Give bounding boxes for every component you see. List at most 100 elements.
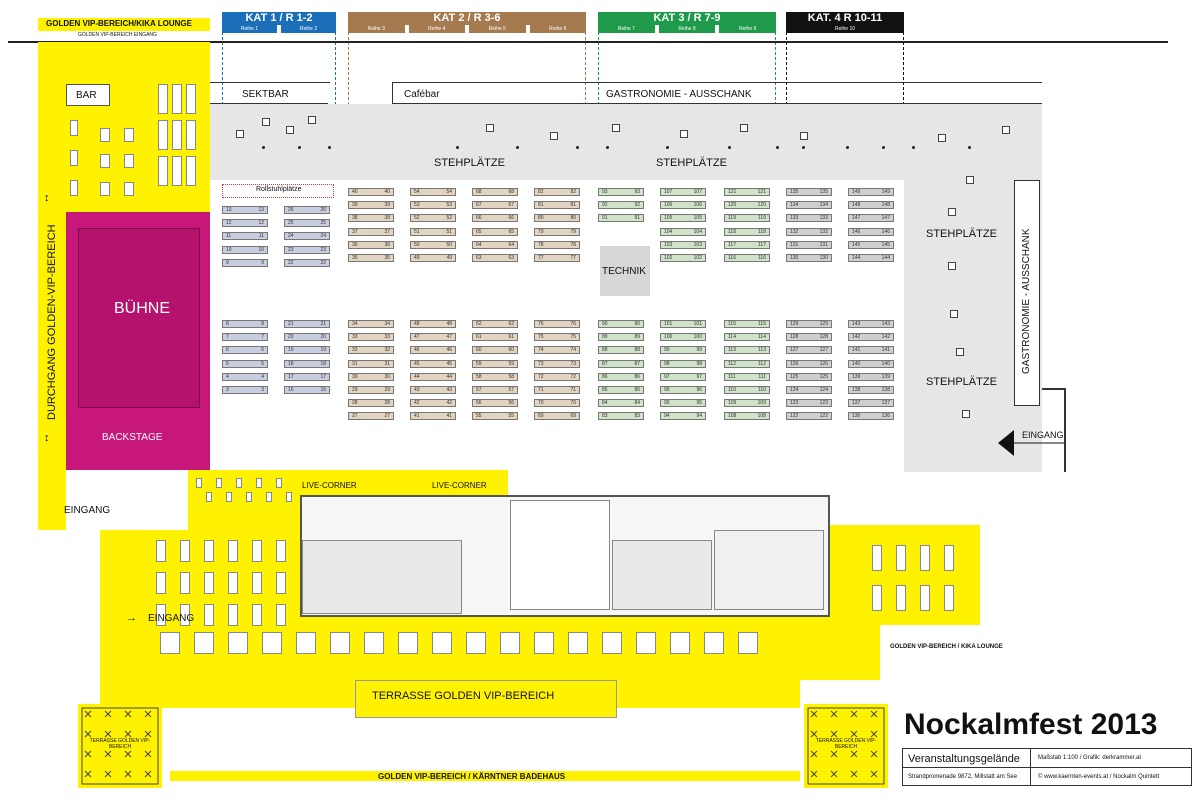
seat-row[interactable]: 101101: [660, 320, 706, 328]
seat-row[interactable]: 3030: [348, 372, 394, 381]
seat-row[interactable]: 3535: [348, 254, 394, 262]
seat-row[interactable]: 1010: [222, 245, 268, 254]
seat-row[interactable]: 6262: [472, 320, 518, 328]
seat-row[interactable]: 6666: [472, 214, 518, 223]
seat-row[interactable]: 139139: [848, 372, 894, 381]
seat-row[interactable]: 1818: [284, 359, 330, 368]
seat-row[interactable]: 4646: [410, 346, 456, 355]
seat-row[interactable]: 103103: [660, 240, 706, 249]
seat-row[interactable]: 125125: [786, 372, 832, 381]
seat-row[interactable]: 1212: [222, 219, 268, 228]
seat-row[interactable]: 1717: [284, 372, 330, 381]
seat-row[interactable]: 7676: [534, 320, 580, 328]
seat-row[interactable]: 5959: [472, 359, 518, 368]
seat-row[interactable]: 126126: [786, 359, 832, 368]
seat-row[interactable]: 5555: [472, 412, 518, 421]
seat-row[interactable]: 124124: [786, 386, 832, 394]
seat-row[interactable]: 8383: [598, 412, 644, 421]
seat-row[interactable]: 7575: [534, 333, 580, 342]
seat-row[interactable]: 4949: [410, 254, 456, 262]
seat-row[interactable]: 4141: [410, 412, 456, 421]
seat-row[interactable]: 8686: [598, 372, 644, 381]
seat-row[interactable]: 5252: [410, 214, 456, 223]
seat-row[interactable]: 3232: [348, 346, 394, 355]
seat-row[interactable]: 7474: [534, 346, 580, 355]
seat-row[interactable]: 120120: [724, 201, 770, 210]
seat-row[interactable]: 105105: [660, 214, 706, 223]
seat-row[interactable]: 129129: [786, 320, 832, 328]
seat-row[interactable]: 6868: [472, 188, 518, 196]
seat-row[interactable]: 133133: [786, 214, 832, 223]
seat-row[interactable]: 5050: [410, 240, 456, 249]
seat-row[interactable]: 1313: [222, 206, 268, 214]
seat-row[interactable]: 44: [222, 372, 268, 381]
seat-row[interactable]: 146146: [848, 227, 894, 236]
seat-row[interactable]: 9898: [660, 359, 706, 368]
seat-row[interactable]: 7373: [534, 359, 580, 368]
seat-row[interactable]: 7171: [534, 386, 580, 394]
seat-row[interactable]: 142142: [848, 333, 894, 342]
seat-row[interactable]: 148148: [848, 201, 894, 210]
seat-row[interactable]: 8282: [534, 188, 580, 196]
seat-row[interactable]: 104104: [660, 227, 706, 236]
seat-row[interactable]: 108108: [724, 412, 770, 421]
seat-row[interactable]: 130130: [786, 254, 832, 262]
seat-row[interactable]: 33: [222, 386, 268, 394]
seat-row[interactable]: 4545: [410, 359, 456, 368]
seat-row[interactable]: 3333: [348, 333, 394, 342]
seat-row[interactable]: 66: [222, 346, 268, 355]
seat-row[interactable]: 6363: [472, 254, 518, 262]
seat-row[interactable]: 9292: [598, 201, 644, 210]
seat-row[interactable]: 2121: [284, 320, 330, 328]
seat-row[interactable]: 2828: [348, 399, 394, 408]
seat-row[interactable]: 127127: [786, 346, 832, 355]
seat-row[interactable]: 6060: [472, 346, 518, 355]
seat-row[interactable]: 109109: [724, 399, 770, 408]
seat-row[interactable]: 143143: [848, 320, 894, 328]
seat-row[interactable]: 9090: [598, 320, 644, 328]
seat-row[interactable]: 136136: [848, 412, 894, 421]
seat-row[interactable]: 4040: [348, 188, 394, 196]
seat-row[interactable]: 8181: [534, 201, 580, 210]
seat-row[interactable]: 4343: [410, 386, 456, 394]
seat-row[interactable]: 9797: [660, 372, 706, 381]
seat-row[interactable]: 2626: [284, 206, 330, 214]
seat-row[interactable]: 135135: [786, 188, 832, 196]
seat-row[interactable]: 7878: [534, 240, 580, 249]
seat-row[interactable]: 121121: [724, 188, 770, 196]
seat-row[interactable]: 144144: [848, 254, 894, 262]
seat-row[interactable]: 112112: [724, 359, 770, 368]
seat-row[interactable]: 107107: [660, 188, 706, 196]
seat-row[interactable]: 149149: [848, 188, 894, 196]
seat-row[interactable]: 88: [222, 320, 268, 328]
seat-row[interactable]: 6969: [534, 412, 580, 421]
seat-row[interactable]: 131131: [786, 240, 832, 249]
seat-row[interactable]: 147147: [848, 214, 894, 223]
seat-row[interactable]: 6565: [472, 227, 518, 236]
seat-row[interactable]: 8787: [598, 359, 644, 368]
seat-row[interactable]: 8888: [598, 346, 644, 355]
seat-row[interactable]: 9999: [660, 346, 706, 355]
seat-row[interactable]: 3838: [348, 214, 394, 223]
seat-row[interactable]: 5656: [472, 399, 518, 408]
seat-row[interactable]: 128128: [786, 333, 832, 342]
seat-row[interactable]: 111111: [724, 372, 770, 381]
seat-row[interactable]: 2929: [348, 386, 394, 394]
seat-row[interactable]: 117117: [724, 240, 770, 249]
seat-row[interactable]: 119119: [724, 214, 770, 223]
seat-row[interactable]: 77: [222, 333, 268, 342]
seat-row[interactable]: 1111: [222, 232, 268, 241]
seat-row[interactable]: 55: [222, 359, 268, 368]
seat-row[interactable]: 113113: [724, 346, 770, 355]
seat-row[interactable]: 123123: [786, 399, 832, 408]
seat-row[interactable]: 7272: [534, 372, 580, 381]
seat-row[interactable]: 3636: [348, 240, 394, 249]
seat-row[interactable]: 118118: [724, 227, 770, 236]
seat-row[interactable]: 9191: [598, 214, 644, 223]
seat-row[interactable]: 5757: [472, 386, 518, 394]
seat-row[interactable]: 134134: [786, 201, 832, 210]
seat-row[interactable]: 6161: [472, 333, 518, 342]
seat-row[interactable]: 122122: [786, 412, 832, 421]
seat-row[interactable]: 110110: [724, 386, 770, 394]
seat-row[interactable]: 138138: [848, 386, 894, 394]
